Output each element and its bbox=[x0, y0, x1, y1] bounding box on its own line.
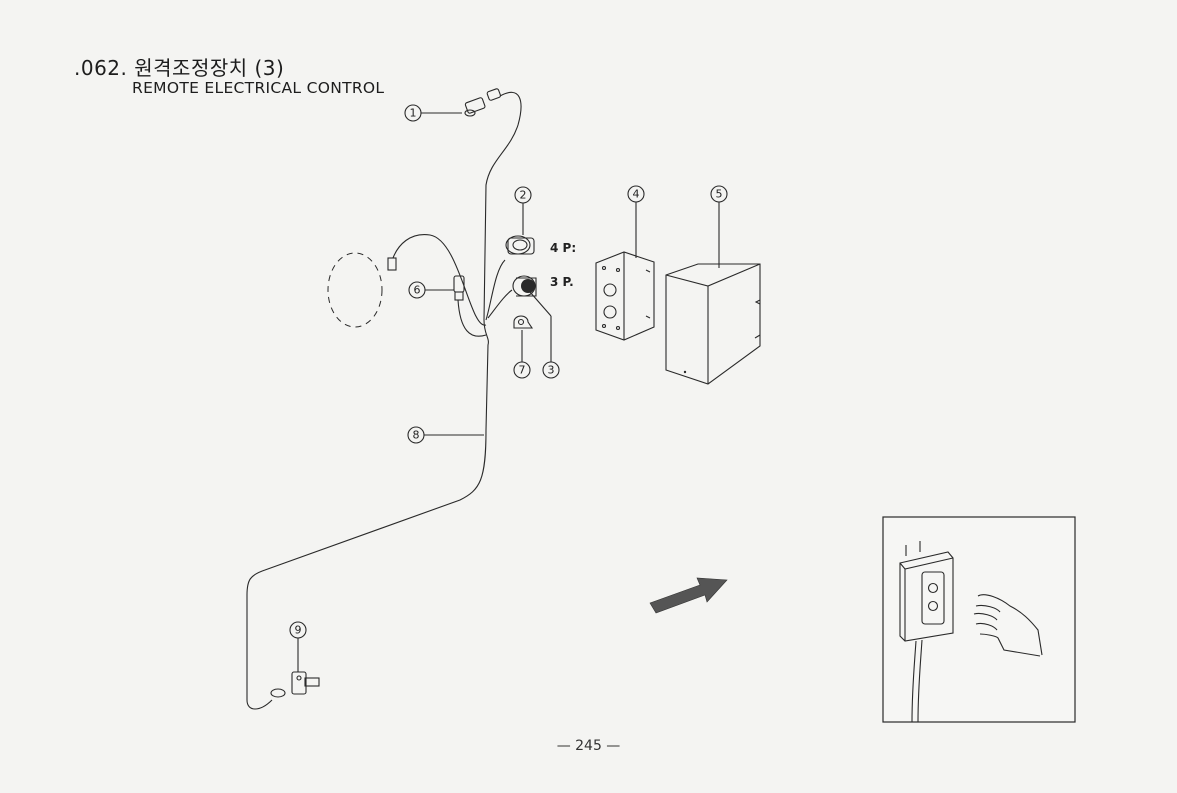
part-3-socket-3p bbox=[512, 275, 537, 297]
cable-branch-left bbox=[392, 234, 487, 326]
callout-6: 6 bbox=[408, 281, 426, 299]
section-title: .062. 원격조정장치 (3) bbox=[74, 56, 285, 80]
svg-text:3: 3 bbox=[548, 364, 555, 377]
part-6-switch bbox=[453, 275, 465, 301]
callout-4: 4 bbox=[627, 185, 645, 203]
label-4-pin: 4 P: bbox=[550, 241, 576, 255]
svg-text:1: 1 bbox=[410, 107, 417, 120]
label-3-pin: 3 P. bbox=[550, 275, 574, 289]
inset-illustration bbox=[882, 516, 1076, 723]
callout-7: 7 bbox=[513, 361, 531, 379]
section-subtitle: REMOTE ELECTRICAL CONTROL bbox=[132, 79, 385, 97]
cable-branch-2 bbox=[485, 259, 506, 321]
part-2-socket-4p bbox=[505, 235, 535, 255]
svg-text:5: 5 bbox=[716, 188, 723, 201]
svg-text:8: 8 bbox=[413, 429, 420, 442]
svg-text:9: 9 bbox=[295, 624, 302, 637]
callout-9: 9 bbox=[289, 621, 307, 639]
svg-text:4: 4 bbox=[633, 188, 640, 201]
title-block: .062. 원격조정장치 (3) REMOTE ELECTRICAL CONTR… bbox=[74, 58, 384, 97]
part-4-bracket bbox=[595, 251, 655, 341]
callout-5: 5 bbox=[710, 185, 728, 203]
callout-2: 2 bbox=[514, 186, 532, 204]
leader-lines bbox=[297, 112, 720, 672]
callout-8: 8 bbox=[407, 426, 425, 444]
part-7-clamp bbox=[513, 315, 534, 329]
cable-branch-6 bbox=[457, 299, 487, 337]
callout-1: 1 bbox=[404, 104, 422, 122]
cable-branch-3 bbox=[487, 289, 513, 319]
part-5-box bbox=[665, 263, 761, 385]
direction-arrow bbox=[649, 577, 728, 614]
part-1-connector bbox=[464, 88, 501, 117]
cable-harness bbox=[246, 91, 522, 710]
svg-text:2: 2 bbox=[520, 189, 527, 202]
page-number: — 245 — bbox=[556, 738, 621, 754]
svg-text:7: 7 bbox=[519, 364, 526, 377]
callout-3: 3 bbox=[542, 361, 560, 379]
svg-text:6: 6 bbox=[414, 284, 421, 297]
part-9-connector bbox=[270, 671, 320, 698]
dashed-outline bbox=[327, 252, 397, 328]
